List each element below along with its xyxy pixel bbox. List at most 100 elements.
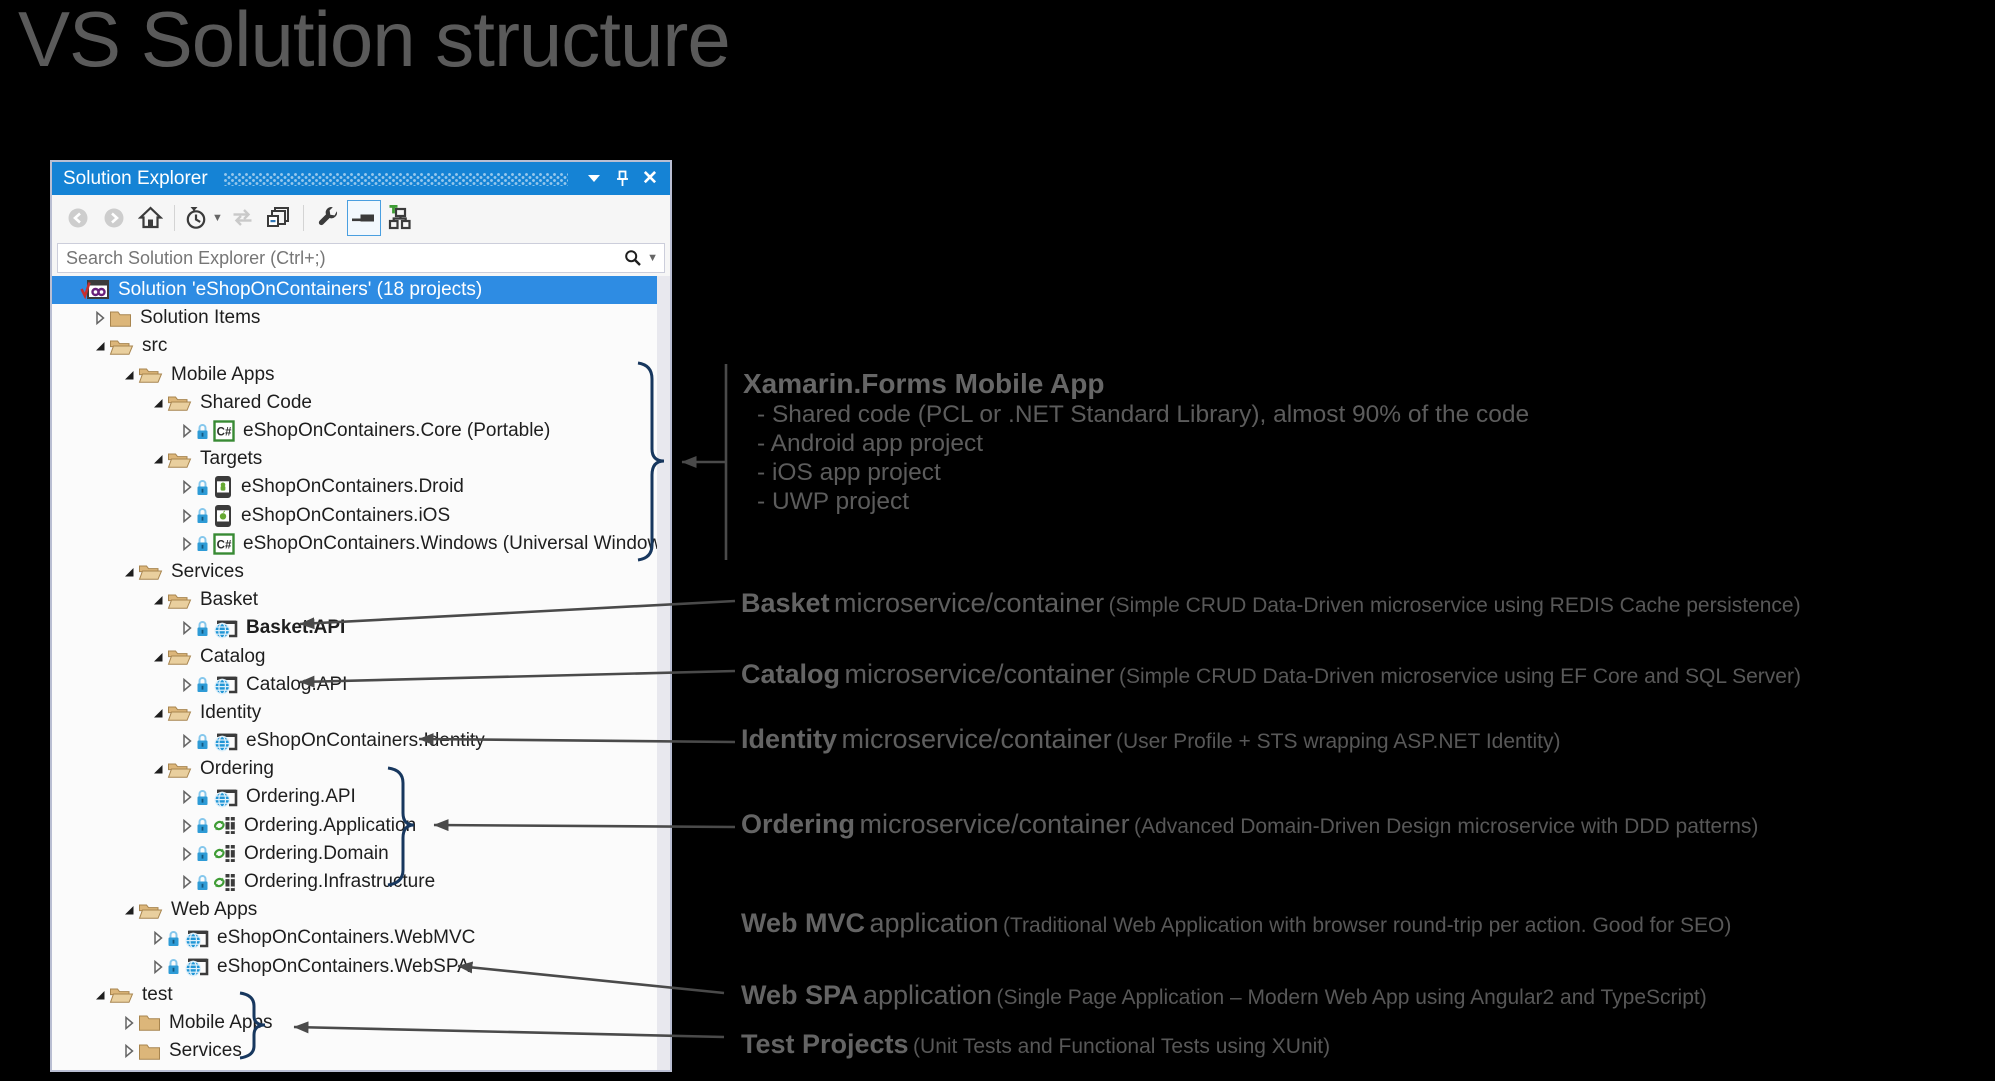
annotation-test: Test Projects (Unit Tests and Functional… — [741, 1029, 1330, 1060]
tree-item-label: eShopOnContainers.iOS — [241, 504, 451, 526]
lock-icon — [196, 620, 211, 637]
page-title: VS Solution structure — [18, 0, 731, 83]
folder-closed-icon — [109, 309, 132, 328]
expander-collapsed-icon[interactable] — [91, 310, 109, 326]
tree-row[interactable]: Ordering.Application — [52, 812, 657, 840]
chevron-down-icon[interactable] — [582, 166, 606, 192]
annotation-parenthetical: (Unit Tests and Functional Tests using X… — [913, 1035, 1331, 1058]
tree-row[interactable]: Ordering.API — [52, 783, 657, 811]
add-dependency-graph-icon[interactable] — [383, 200, 417, 236]
tree-row[interactable]: Web Apps — [52, 896, 657, 924]
expander-collapsed-icon[interactable] — [178, 479, 196, 495]
expander-collapsed-icon[interactable] — [120, 1015, 138, 1031]
expander-collapsed-icon[interactable] — [120, 1043, 138, 1059]
tree-row[interactable]: Ordering — [52, 755, 657, 783]
annotation-descriptor: microservice/container — [859, 809, 1130, 839]
tree-row[interactable]: Ordering.Domain — [52, 840, 657, 868]
annotation-bullet: - UWP project — [757, 488, 910, 515]
back-icon[interactable] — [61, 200, 95, 236]
tree-row[interactable]: Solution Items — [52, 304, 657, 332]
expander-expanded-icon[interactable] — [120, 902, 138, 918]
tree-row[interactable]: C#eShopOnContainers.Core (Portable) — [52, 417, 657, 445]
tree-row[interactable]: Basket — [52, 586, 657, 614]
folder-open-icon — [109, 985, 134, 1004]
expander-collapsed-icon[interactable] — [178, 677, 196, 693]
expander-expanded-icon[interactable] — [149, 592, 167, 608]
close-icon[interactable]: ✕ — [642, 168, 658, 189]
solution-tree: Solution 'eShopOnContainers' (18 project… — [52, 276, 670, 1070]
annotation-term: Basket — [741, 588, 830, 618]
toolbar-separator — [174, 204, 175, 231]
expander-expanded-icon[interactable] — [120, 367, 138, 383]
home-icon[interactable] — [133, 200, 167, 236]
tree-row[interactable]: eShopOnContainers.Identity — [52, 727, 657, 755]
vertical-scrollbar[interactable] — [657, 276, 670, 1070]
collapse-all-icon[interactable] — [262, 200, 296, 236]
tree-row[interactable]: eShopOnContainers.WebSPA — [52, 953, 657, 981]
tree-row[interactable]: C#eShopOnContainers.Windows (Universal W… — [52, 530, 670, 558]
annotation-heading: Xamarin.Forms Mobile App — [743, 368, 1105, 399]
folder-open-icon — [109, 337, 134, 356]
expander-collapsed-icon[interactable] — [178, 423, 196, 439]
show-all-files-icon[interactable] — [346, 199, 381, 236]
history-filter-icon[interactable]: ▼ — [182, 200, 224, 236]
expander-expanded-icon[interactable] — [149, 395, 167, 411]
tree-row[interactable]: eShopOnContainers.iOS — [52, 502, 657, 530]
panel-title: Solution Explorer — [63, 167, 208, 189]
tree-row[interactable]: Services — [52, 1037, 657, 1065]
tree-row[interactable]: test — [52, 981, 657, 1009]
tree-row[interactable]: Ordering.Infrastructure — [52, 868, 657, 896]
expander-collapsed-icon[interactable] — [149, 959, 167, 975]
tree-row[interactable]: Catalog.API — [52, 671, 657, 699]
annotation-term: Ordering — [741, 809, 856, 839]
tree-row[interactable]: Mobile Apps — [52, 1009, 657, 1037]
expander-expanded-icon[interactable] — [91, 987, 109, 1003]
expander-expanded-icon[interactable] — [149, 451, 167, 467]
annotation-ordering: Ordering microservice/container (Advance… — [741, 809, 1758, 840]
panel-titlebar[interactable]: Solution Explorer ✕ — [52, 162, 670, 195]
tree-row[interactable]: Targets — [52, 445, 657, 473]
tree-row[interactable]: Solution 'eShopOnContainers' (18 project… — [52, 276, 657, 305]
sync-active-document-icon[interactable] — [226, 200, 260, 236]
search-input[interactable] — [58, 246, 622, 270]
tree-row[interactable]: Services — [52, 558, 657, 586]
tree-row[interactable]: Shared Code — [52, 389, 657, 417]
tree-row[interactable]: eShopOnContainers.WebMVC — [52, 924, 657, 952]
titlebar-drag-texture[interactable] — [223, 173, 568, 186]
expander-collapsed-icon[interactable] — [178, 508, 196, 524]
expander-expanded-icon[interactable] — [149, 649, 167, 665]
tree-row[interactable]: Identity — [52, 699, 657, 727]
tree-item-label: Ordering.API — [246, 786, 356, 808]
tree-row[interactable]: Basket.API — [52, 614, 657, 642]
properties-wrench-icon[interactable] — [311, 200, 345, 236]
annotation-basket: Basket microservice/container (Simple CR… — [741, 588, 1801, 619]
expander-expanded-icon[interactable] — [91, 338, 109, 354]
search-options-caret-icon[interactable]: ▼ — [647, 252, 658, 264]
tree-item-label: eShopOnContainers.Windows (Universal Win… — [243, 532, 670, 554]
tree-row[interactable]: src — [52, 332, 657, 360]
expander-expanded-icon[interactable] — [120, 564, 138, 580]
expander-expanded-icon[interactable] — [149, 761, 167, 777]
android-icon — [213, 476, 233, 499]
pin-icon[interactable] — [610, 166, 634, 192]
web-icon — [184, 928, 209, 949]
history-filter-caret-icon[interactable]: ▼ — [212, 211, 223, 224]
tree-row[interactable]: Catalog — [52, 642, 657, 670]
search-icon[interactable] — [621, 245, 645, 271]
search-box[interactable]: ▼ — [57, 243, 665, 273]
expander-collapsed-icon[interactable] — [178, 818, 196, 834]
lock-icon — [167, 930, 182, 947]
expander-collapsed-icon[interactable] — [178, 620, 196, 636]
tree-item-label: Mobile Apps — [169, 1011, 273, 1033]
expander-collapsed-icon[interactable] — [149, 930, 167, 946]
expander-expanded-icon[interactable] — [149, 705, 167, 721]
tree-row[interactable]: eShopOnContainers.Droid — [52, 473, 657, 501]
expander-collapsed-icon[interactable] — [178, 789, 196, 805]
tree-row[interactable]: Mobile Apps — [52, 361, 657, 389]
expander-collapsed-icon[interactable] — [178, 874, 196, 890]
expander-collapsed-icon[interactable] — [178, 846, 196, 862]
web-icon — [184, 956, 209, 977]
expander-collapsed-icon[interactable] — [178, 733, 196, 749]
forward-icon[interactable] — [97, 200, 131, 236]
expander-collapsed-icon[interactable] — [178, 536, 196, 552]
